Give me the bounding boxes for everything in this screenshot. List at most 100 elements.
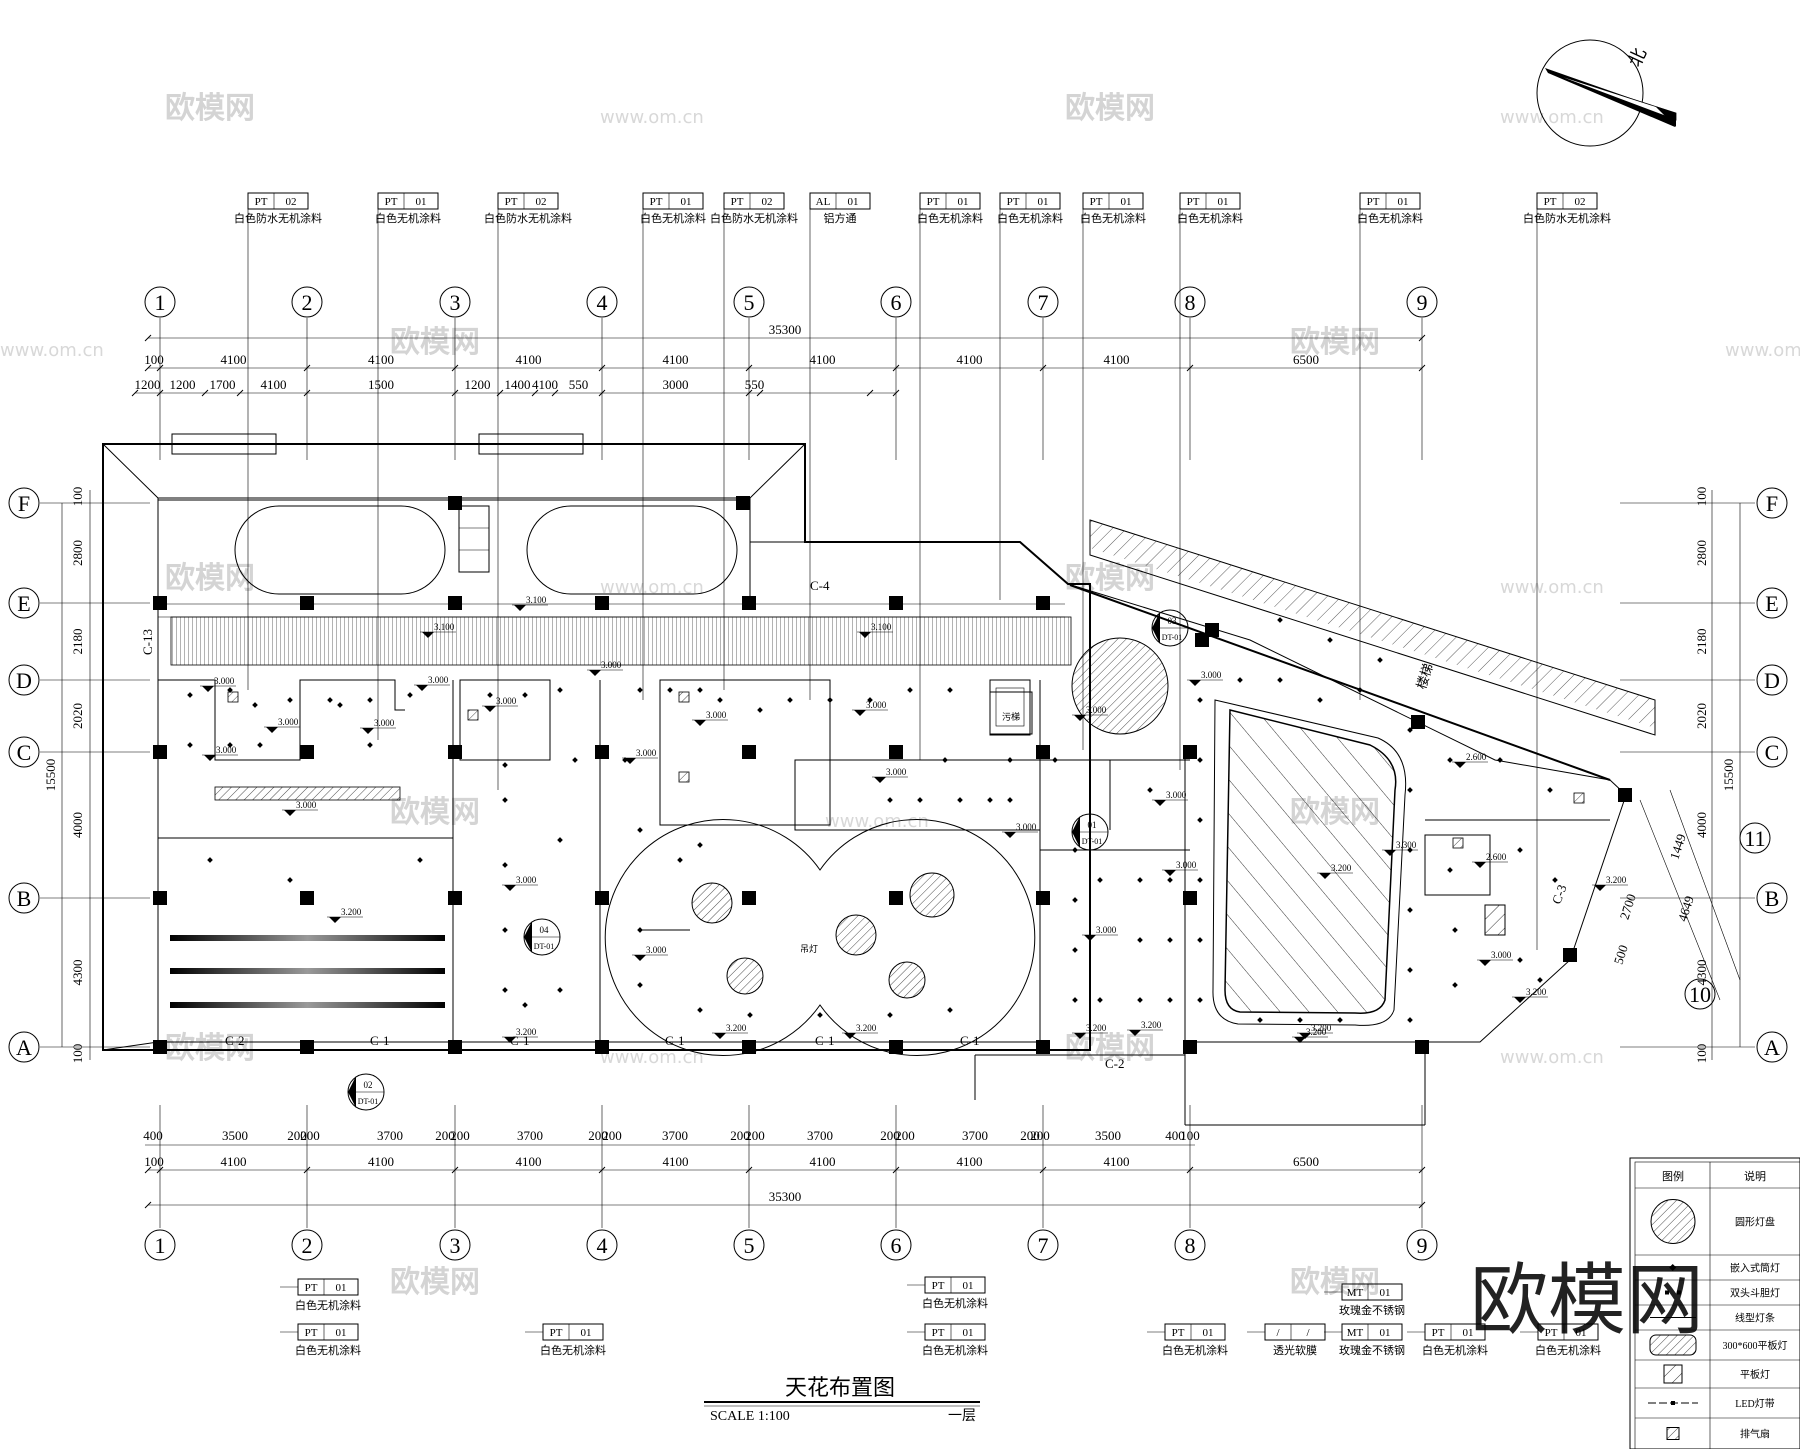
exhaust-fan-mark	[1452, 837, 1464, 849]
downlight-mark	[1447, 757, 1453, 763]
downlight-mark	[1197, 757, 1203, 763]
downlight-mark	[1407, 787, 1413, 793]
downlight-mark	[1147, 787, 1153, 793]
section-ref: DT-01	[1162, 633, 1183, 642]
elev-callout: C-2	[225, 1033, 245, 1048]
column	[1618, 788, 1632, 802]
dimension-text: 4100	[663, 1154, 689, 1169]
downlight-mark	[1167, 877, 1173, 883]
dimension-text: 1500	[368, 377, 394, 392]
dimension-text: 200	[1030, 1128, 1050, 1143]
ceiling-height-value: 3.000	[1491, 950, 1512, 960]
material-tag: //透光软膜	[1247, 1323, 1326, 1357]
elev-callout: C-4	[810, 578, 830, 593]
dimension-text: 1200	[170, 377, 196, 392]
ceiling-height-mark: 3.200	[327, 907, 363, 923]
tag-code: PT	[505, 196, 518, 208]
grid-bubble	[1756, 1031, 1788, 1063]
dimension-text: 1400	[505, 377, 531, 392]
grid-number: 3	[450, 290, 461, 315]
ceiling-height-mark: 3.000	[414, 675, 450, 691]
grid-bubble	[733, 1229, 765, 1261]
watermark-url: www.om.cn	[600, 1047, 704, 1068]
ceiling-height-value: 3.000	[706, 710, 727, 720]
downlight-mark	[747, 1012, 753, 1018]
grid-letter: A	[16, 1035, 32, 1060]
downlight-mark	[887, 1012, 893, 1018]
dimension-text: 15500	[43, 759, 58, 792]
tag-code: PT	[650, 196, 663, 208]
legend-desc: 线型灯条	[1735, 1312, 1775, 1325]
tag-num: 01	[963, 1280, 974, 1292]
watermark-brand: 欧模网	[1065, 91, 1155, 126]
ceiling-height-mark: 3.200	[1292, 1027, 1328, 1043]
downlight-mark	[1167, 937, 1173, 943]
dimension-text: 200	[287, 1128, 307, 1143]
grid-number: 3	[450, 1233, 461, 1258]
column	[448, 891, 462, 905]
watermark-url: www.om.cn	[1725, 340, 1800, 361]
section-number: 04	[540, 925, 550, 935]
exhaust-fan-mark	[227, 691, 239, 703]
grid-bubble	[144, 286, 176, 318]
tag-code: PT	[1172, 1327, 1185, 1339]
ceiling-height-mark: 3.000	[622, 748, 658, 764]
downlight-mark	[1052, 757, 1058, 763]
dimension-text: 4100	[368, 1154, 394, 1169]
downlight-mark	[502, 862, 508, 868]
section-ref: DT-01	[358, 1097, 379, 1106]
dimension-text: 4000	[70, 812, 85, 838]
ceiling-height-value: 3.100	[871, 622, 892, 632]
watermark-brand: 欧模网	[390, 325, 480, 360]
tag-code: PT	[1007, 196, 1020, 208]
round-panel-icon	[1650, 1199, 1696, 1244]
column	[1036, 745, 1050, 759]
downlight-mark	[287, 697, 293, 703]
tag-num: 01	[848, 196, 859, 208]
ceiling-height-value: 3.000	[601, 660, 622, 670]
downlight-mark	[1277, 617, 1283, 623]
dimension-text: 4100	[957, 1154, 983, 1169]
grid-number: 8	[1185, 1233, 1196, 1258]
dimension-text: 4100	[810, 352, 836, 367]
column	[448, 496, 462, 510]
downlight-mark	[187, 692, 193, 698]
column	[1183, 891, 1197, 905]
tag-num: 01	[1463, 1327, 1474, 1339]
downlight-mark	[1257, 1017, 1263, 1023]
ceiling-height-mark: 3.000	[1082, 925, 1118, 941]
downlight-mark	[1447, 867, 1453, 873]
column	[1415, 1040, 1429, 1054]
tag-num: 01	[336, 1282, 347, 1294]
downlight-mark	[487, 692, 493, 698]
downlight-mark	[947, 1007, 953, 1013]
ceiling-height-mark: 3.000	[264, 717, 300, 733]
downlight-mark	[1197, 817, 1203, 823]
grid-number: 6	[891, 290, 902, 315]
drawing-title-block: 天花布置图 SCALE 1:100 一层	[704, 1375, 980, 1424]
grid-letter: C	[17, 740, 32, 765]
tag-num: 01	[1038, 196, 1049, 208]
dimension-text: 550	[569, 377, 589, 392]
drawing-floor: 一层	[948, 1409, 976, 1424]
legend-row: LED灯带	[1635, 1398, 1800, 1419]
downlight-mark	[947, 687, 953, 693]
ceiling-height-mark: 3.200	[502, 1027, 538, 1043]
grid-bubble	[1756, 882, 1788, 914]
grid-bubble	[1027, 286, 1059, 318]
round-lamp-note: 吊灯	[800, 944, 818, 954]
grid-bubble	[8, 882, 40, 914]
column	[1411, 715, 1425, 729]
downlight-mark	[502, 797, 508, 803]
downlight-mark	[1072, 847, 1078, 853]
